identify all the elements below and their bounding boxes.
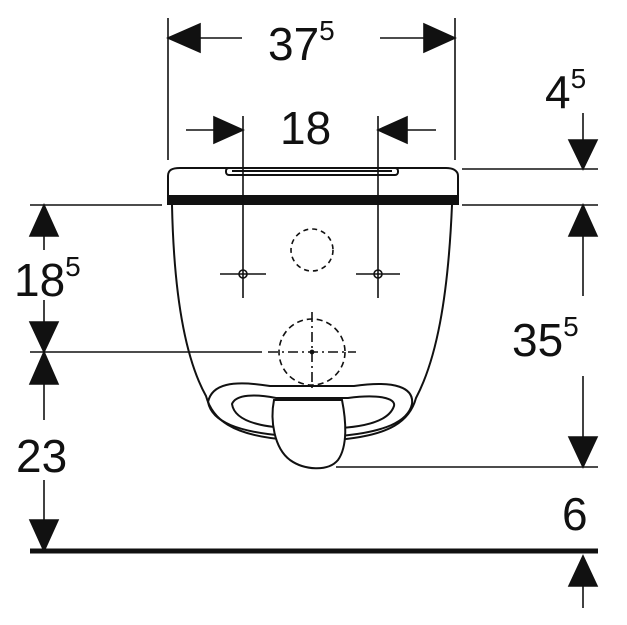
- arrow-right: [423, 22, 457, 54]
- fixing-to-outlet-sup: 5: [65, 251, 81, 282]
- fixing-to-outlet-value: 18: [14, 254, 65, 306]
- floor-offset-label: 6: [562, 488, 588, 540]
- bowl-rim: [206, 382, 414, 437]
- bowl-height-value: 35: [512, 314, 563, 366]
- seat-underside: [167, 196, 459, 205]
- arrow-left: [166, 22, 201, 54]
- wc-pan-outline: [167, 167, 459, 470]
- fixing-to-outlet-label: 185: [14, 251, 81, 306]
- seat-lid: [167, 167, 459, 197]
- seat-offset-label: 45: [545, 63, 586, 118]
- bowl-height-label: 355: [512, 311, 579, 366]
- overall-width-sup: 5: [319, 15, 335, 46]
- seat-offset-value: 4: [545, 66, 571, 118]
- seat-offset-sup: 5: [571, 63, 587, 94]
- bowl-inner-rim: [230, 394, 396, 429]
- dimension-arrows: [28, 22, 599, 608]
- fixing-points: [220, 116, 400, 392]
- overall-width-value: 37: [268, 18, 319, 70]
- outlet-height-label: 23: [16, 430, 67, 482]
- water-inlet-circle: [290, 228, 334, 272]
- seat-hinge-bar: [225, 167, 399, 176]
- outlet-spigot: [271, 399, 347, 470]
- bowl-height-sup: 5: [563, 311, 579, 342]
- extension-lines: [30, 18, 598, 468]
- fixing-spacing-label: 18: [280, 102, 331, 154]
- overall-width-label: 375: [268, 15, 335, 70]
